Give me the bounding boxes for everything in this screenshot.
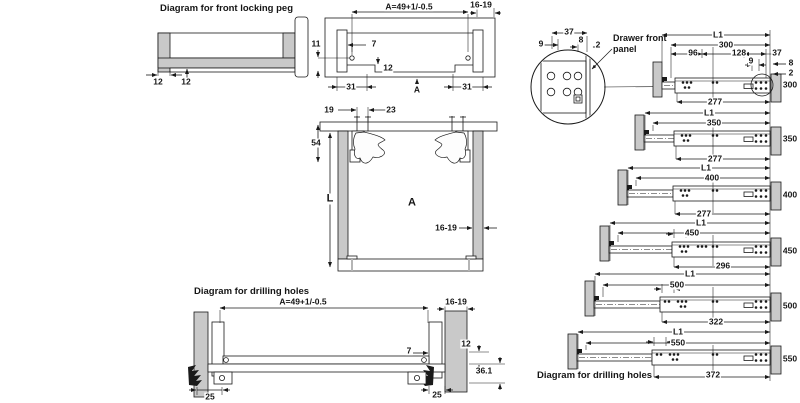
slide-row-350 [634,111,782,161]
label-front-view-A: A [412,84,422,95]
size-label-300: 300 [781,79,799,90]
dim-drill-width: A=49+1/-0.5 [278,296,328,307]
label-cross-L: L [325,192,335,205]
size-label-550: 550 [781,353,799,364]
dim-l1-row-450: L1 [695,217,707,228]
slide-clip-left [349,116,386,164]
slide-row-450 [599,221,782,269]
detail-target-circle [750,73,774,97]
dim-front-view-side: 16-19 [469,0,493,10]
dim-holes-96: 96 [687,47,699,58]
dim-holes-37: 37 [771,47,783,58]
title-front-locking-peg: Diagram for front locking peg [160,3,294,14]
locking-peg-left [188,365,202,386]
dim-length-row-450: 450 [683,227,701,238]
dim-holes-2: 2 [787,67,795,78]
dim-length-row-500: 500 [668,279,686,290]
title-drilling-holes-right: Diagram for drilling holes [537,370,653,381]
dim-detail-2: 2 [594,39,602,50]
dim-detail-37: 37 [563,26,575,37]
slide-row-400 [617,166,782,216]
dim-front-view-11: 11 [310,38,322,49]
label-cross-A: A [407,196,417,209]
title-drilling-holes-left: Diagram for drilling holes [194,286,310,297]
dim-front-view-width: A=49+1/-0.5 [384,1,434,12]
cross-section-drawing [316,107,498,272]
label-drawer-front-panel: Drawer front panel [613,33,667,54]
dim-l1-row-300: L1 [712,29,724,40]
dim-length-row-400: 400 [703,172,721,183]
size-label-400: 400 [781,189,799,200]
dim-front-view-7: 7 [370,38,378,49]
dim-holes-row-300: 277 [706,96,724,107]
size-label-450: 450 [781,245,799,256]
size-label-350: 350 [781,133,799,144]
slide-clip-right [434,116,471,164]
dim-peg-offset-12: 12 [152,76,164,87]
dim-front-view-31-right: 31 [461,81,473,92]
dim-holes-row-450: 296 [714,260,732,271]
dim-cross-23: 23 [385,104,397,115]
dim-holes-128: 128 [730,47,748,58]
dim-drill-25-right: 25 [431,389,443,400]
front-locking-peg-drawing [146,16,309,78]
dim-holes-row-550: 372 [704,369,722,380]
dim-detail-8: 8 [577,34,585,45]
front-panel-detail-drawing [530,31,752,125]
dim-length-row-350: 350 [705,117,723,128]
dim-cross-wall: 16-19 [434,222,458,233]
dim-front-view-31-left: 31 [345,81,357,92]
dim-cross-19: 19 [323,104,335,115]
dim-drill-36-1: 36.1 [474,365,494,376]
size-label-500: 500 [781,300,799,311]
dim-cross-54: 54 [310,137,322,148]
dim-detail-9: 9 [537,38,545,49]
dim-front-view-12: 12 [382,62,394,73]
dim-length-row-550: 550 [669,337,687,348]
dim-l1-row-500: L1 [684,268,696,279]
dim-drill-25-left: 25 [204,391,216,402]
dim-l1-row-350: L1 [703,107,715,118]
front-view-drawing [316,8,501,91]
dim-rail-height-12: 12 [180,76,192,87]
dim-drill-12: 12 [460,338,472,349]
dim-drill-7: 7 [405,345,413,356]
dim-holes-row-500: 322 [707,316,725,327]
drilling-holes-left-drawing [188,304,505,398]
dim-holes-9: 9 [747,55,755,66]
dim-l1-row-400: L1 [700,162,712,173]
dim-drill-wall: 16-19 [444,296,468,307]
dim-length-row-300: 300 [717,39,735,50]
dim-holes-8: 8 [787,57,795,68]
dim-l1-row-550: L1 [672,326,684,337]
